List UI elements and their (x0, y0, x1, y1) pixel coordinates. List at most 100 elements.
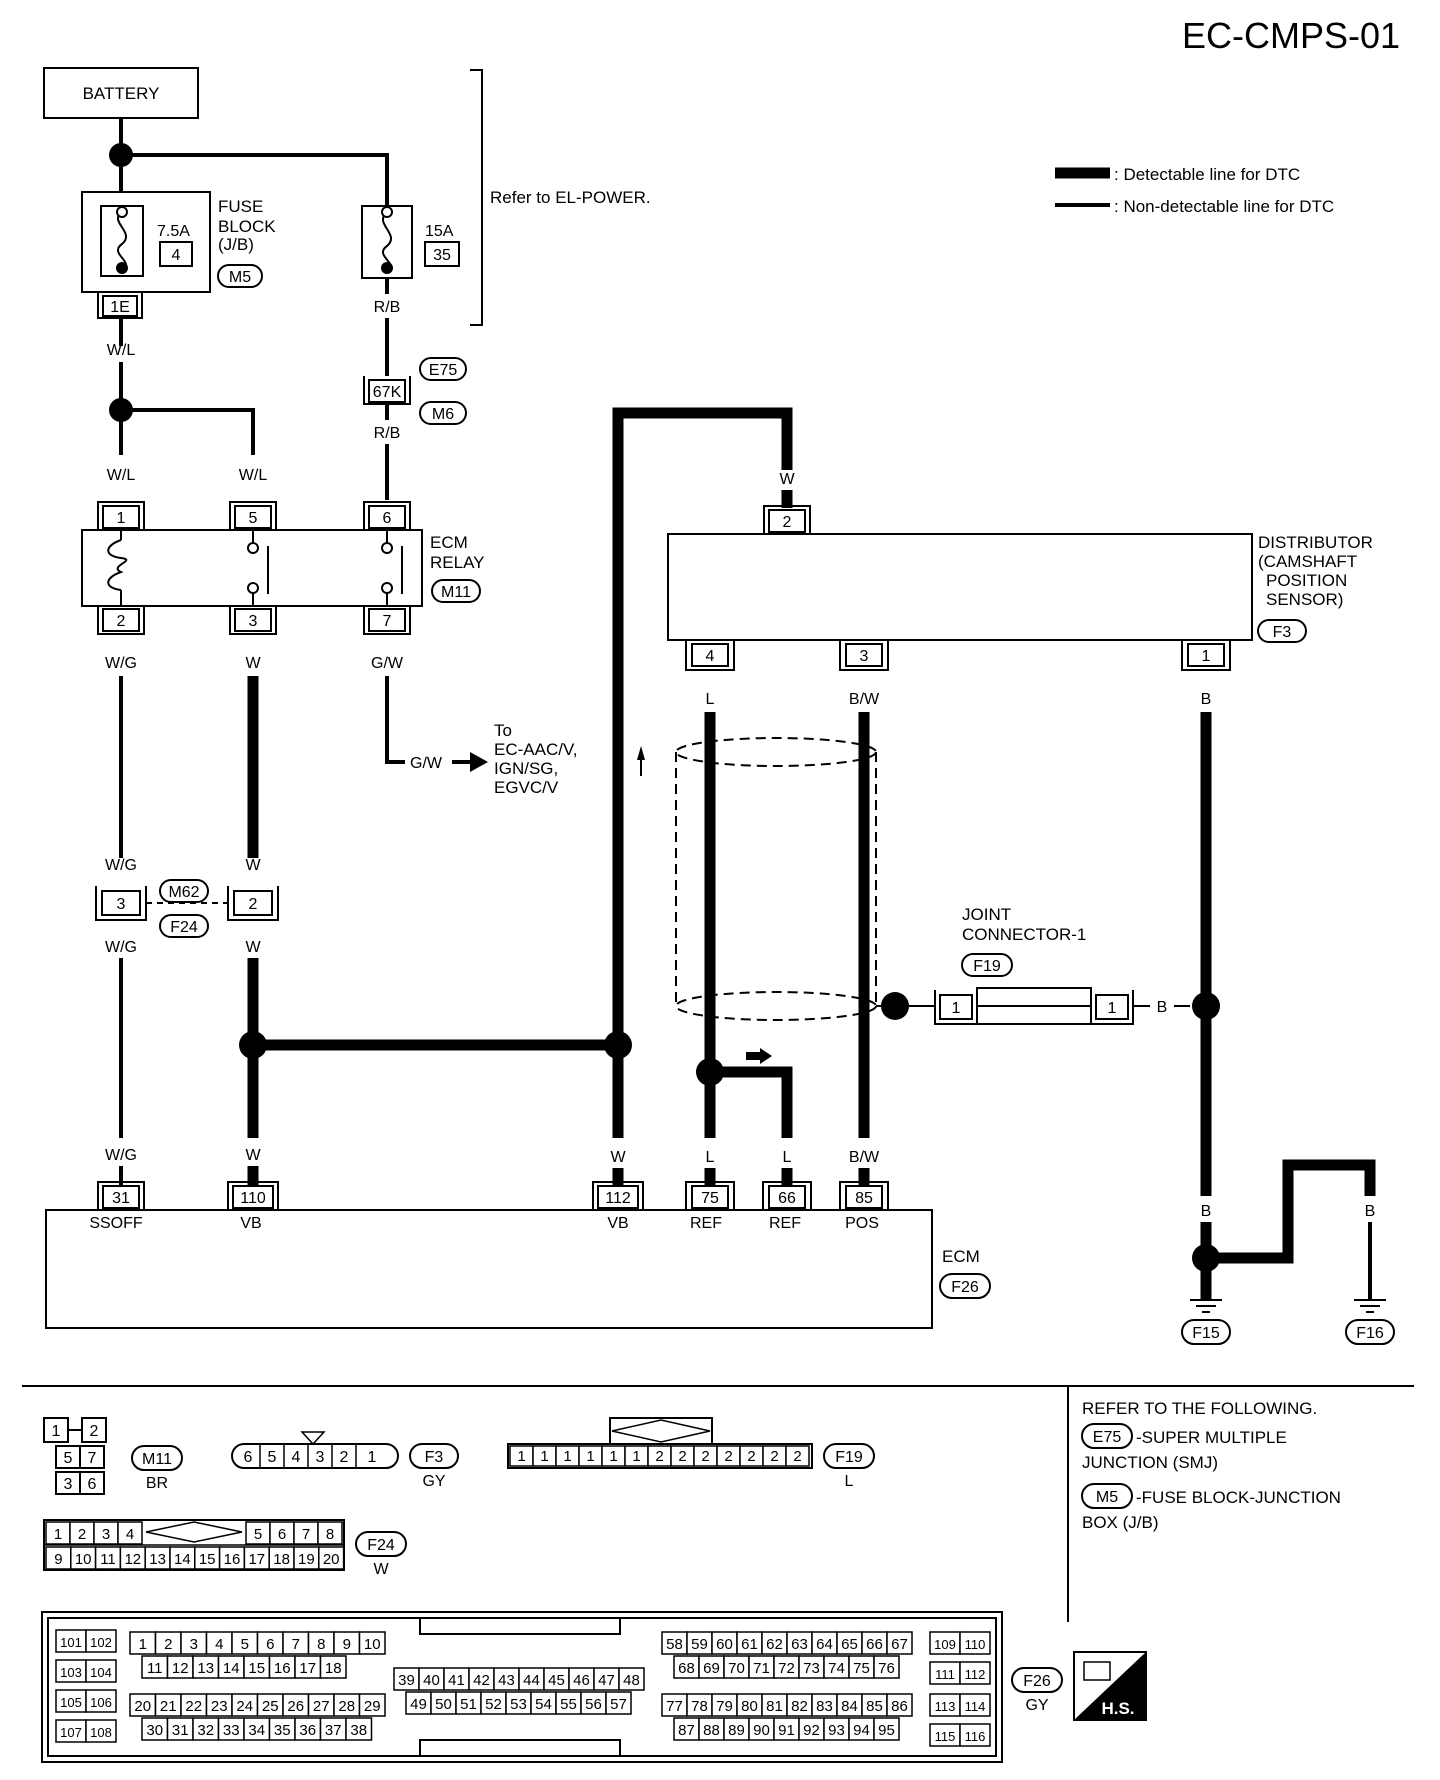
svg-text:POSITION: POSITION (1266, 571, 1347, 590)
f26-pin: 38 (350, 1722, 367, 1739)
f24-pin: 3 (102, 1526, 110, 1543)
f26-pin: 29 (364, 1698, 381, 1715)
f26-pin: 7 (292, 1636, 300, 1653)
f19-pin: 2 (655, 1448, 663, 1465)
svg-text:5: 5 (64, 1450, 73, 1467)
svg-text:M11: M11 (142, 1451, 172, 1468)
connector-view-f3: 6 5 4 3 2 1 F3 GY (231, 1431, 459, 1490)
svg-text:CONNECTOR-1: CONNECTOR-1 (962, 925, 1086, 944)
f26-pin: 75 (853, 1660, 870, 1677)
svg-text:G/W: G/W (371, 655, 404, 672)
f26-pin: 81 (766, 1698, 783, 1715)
f19-pin: 2 (793, 1448, 801, 1465)
svg-text:1: 1 (952, 1000, 961, 1017)
f26-pin: 115 (935, 1729, 956, 1744)
svg-text:112: 112 (605, 1190, 631, 1207)
fuse-block-label: FUSE (218, 197, 263, 216)
svg-text:G/W: G/W (410, 755, 443, 772)
f26-pin: 36 (299, 1722, 316, 1739)
f26-pin: 50 (435, 1696, 452, 1713)
f26-pin: 3 (190, 1636, 198, 1653)
f26-pin: 42 (473, 1672, 490, 1689)
svg-text:67K: 67K (373, 384, 402, 401)
svg-text:W: W (245, 939, 261, 956)
f19-pin: 2 (770, 1448, 778, 1465)
f26-pin: 74 (828, 1660, 845, 1677)
f26-pin: 108 (90, 1725, 112, 1740)
svg-text:W/L: W/L (239, 467, 268, 484)
svg-text:-SUPER MULTIPLE: -SUPER MULTIPLE (1136, 1428, 1287, 1447)
svg-text:W: W (779, 471, 795, 488)
svg-text:L: L (845, 1473, 854, 1490)
f26-pin: 80 (741, 1698, 758, 1715)
f24-pin: 14 (174, 1551, 191, 1568)
f26-pin: 76 (878, 1660, 895, 1677)
f26-pin: 24 (236, 1698, 253, 1715)
f26-pin: 21 (160, 1698, 177, 1715)
connector-f26: F26 (951, 1279, 979, 1296)
refer-power: Refer to EL-POWER. (490, 188, 651, 207)
f24-pin: 19 (298, 1551, 315, 1568)
connector-f3: F3 (1273, 624, 1292, 641)
svg-text:2: 2 (117, 613, 126, 630)
f26-pin: 103 (60, 1665, 82, 1680)
f24-pin: 18 (273, 1551, 290, 1568)
f26-pin: 112 (965, 1667, 986, 1682)
svg-text:66: 66 (778, 1190, 796, 1207)
f26-pin: 105 (60, 1695, 82, 1710)
svg-text:15A: 15A (425, 223, 454, 240)
f26-pin: 52 (485, 1696, 502, 1713)
f26-pin: 67 (891, 1636, 908, 1653)
f26-pin: 30 (146, 1722, 163, 1739)
f26-pin: 89 (728, 1722, 745, 1739)
svg-text:5: 5 (268, 1449, 277, 1466)
f26-pin: 25 (262, 1698, 279, 1715)
f26-pin: 27 (313, 1698, 330, 1715)
f24-pin: 1 (54, 1526, 62, 1543)
svg-text:B: B (1201, 691, 1212, 708)
svg-text:6: 6 (383, 510, 392, 527)
f24-pin: 10 (75, 1551, 92, 1568)
svg-text:IGN/SG,: IGN/SG, (494, 759, 558, 778)
f26-pin: 64 (816, 1636, 833, 1653)
f24-pin: 2 (78, 1526, 86, 1543)
svg-text:W/G: W/G (105, 1147, 137, 1164)
svg-text:(J/B): (J/B) (218, 235, 254, 254)
f26-pin: 102 (90, 1635, 112, 1650)
f26-pin: 57 (610, 1696, 627, 1713)
f26-pin: 92 (803, 1722, 820, 1739)
f24-pin: 8 (326, 1526, 334, 1543)
f24-pin: 20 (323, 1551, 340, 1568)
f26-pin: 68 (678, 1660, 695, 1677)
f19-pin: 1 (586, 1448, 594, 1465)
f26-pin: 20 (134, 1698, 151, 1715)
f26-pin: 55 (560, 1696, 577, 1713)
f24-pin: 9 (54, 1551, 62, 1568)
svg-text:W/L: W/L (107, 342, 136, 359)
svg-text:F15: F15 (1192, 1325, 1220, 1342)
f19-pin: 2 (701, 1448, 709, 1465)
svg-text:75: 75 (701, 1190, 719, 1207)
f26-pin: 110 (965, 1637, 986, 1652)
svg-text:GY: GY (422, 1473, 445, 1490)
f26-pin: 18 (325, 1660, 342, 1677)
svg-text:L: L (706, 691, 715, 708)
connector-view-m11: 1 2 5 7 3 6 M11 BR (43, 1417, 183, 1495)
ecm-relay-label: ECM (430, 533, 468, 552)
svg-text:M6: M6 (432, 406, 454, 423)
svg-text:W: W (610, 1149, 626, 1166)
svg-text:EC-AAC/V,: EC-AAC/V, (494, 740, 577, 759)
f24-pin: 7 (302, 1526, 310, 1543)
f26-pin: 32 (197, 1722, 214, 1739)
svg-text:31: 31 (112, 1190, 130, 1207)
f26-pin: 90 (753, 1722, 770, 1739)
f26-pin: 43 (498, 1672, 515, 1689)
f26-pin: 40 (423, 1672, 440, 1689)
page-title: EC-CMPS-01 (1182, 15, 1400, 56)
f26-pin: 35 (274, 1722, 291, 1739)
f26-pin: 45 (548, 1672, 565, 1689)
svg-text:F16: F16 (1356, 1325, 1384, 1342)
svg-text:6: 6 (88, 1476, 97, 1493)
svg-text:7.5A: 7.5A (157, 223, 190, 240)
